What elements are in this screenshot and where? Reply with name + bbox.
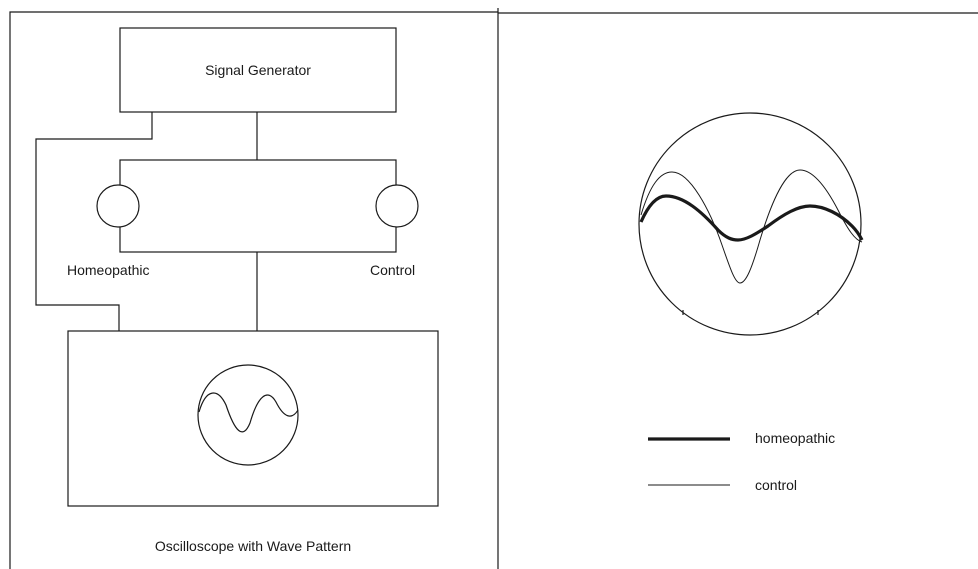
homeopathic-wave-trace <box>639 194 864 242</box>
homeopathic-electrode-label: Homeopathic <box>67 262 150 278</box>
oscilloscope-screen <box>197 364 299 466</box>
homeopathic-electrode <box>96 184 140 228</box>
oscilloscope-wave-trace <box>198 392 299 433</box>
signal-generator-box <box>119 27 397 113</box>
oscilloscope-box <box>67 330 439 507</box>
legend-control-label: control <box>755 477 798 493</box>
control-electrode-label: Control <box>370 262 416 278</box>
sample-holder-box <box>119 159 397 253</box>
left-panel-frame <box>9 11 498 569</box>
control-wave-trace <box>640 169 863 284</box>
generator-reference-wire <box>35 112 153 331</box>
oscilloscope-label: Oscilloscope with Wave Pattern <box>154 538 352 554</box>
control-electrode <box>375 184 419 228</box>
legend-homeopathic-label: homeopathic <box>755 430 836 446</box>
signal-generator-label: Signal Generator <box>205 62 311 78</box>
large-oscilloscope-display <box>638 112 862 336</box>
